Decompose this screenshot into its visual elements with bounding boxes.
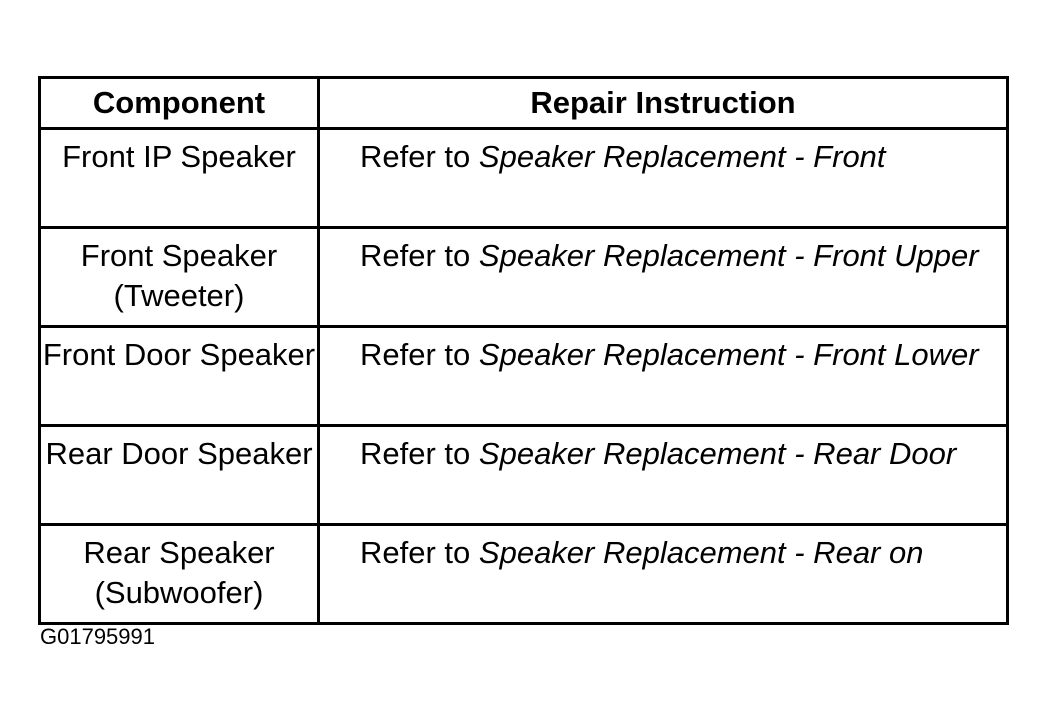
instruction-cell: Refer to Speaker Replacement - Rear Door <box>317 424 1009 526</box>
component-cell: Front IP Speaker <box>38 127 320 229</box>
procedure-title: Speaker Replacement - Rear Door <box>478 436 957 471</box>
table-row: Front IP Speaker Refer to Speaker Replac… <box>38 127 1009 229</box>
component-cell: Rear Door Speaker <box>38 424 320 526</box>
procedure-title: Speaker Replacement - Front Lower <box>478 337 979 372</box>
procedure-title: Speaker Replacement - Rear on <box>478 535 924 570</box>
component-cell: Front Door Speaker <box>38 325 320 427</box>
refer-to-text: Refer to <box>360 139 471 174</box>
figure-id-label: G01795991 <box>40 624 155 649</box>
table-row: Rear Door Speaker Refer to Speaker Repla… <box>38 424 1009 526</box>
instruction-cell: Refer to Speaker Replacement - Rear on <box>317 523 1009 625</box>
component-cell: Front Speaker (Tweeter) <box>38 226 320 328</box>
refer-to-text: Refer to <box>360 535 471 570</box>
instruction-cell: Refer to Speaker Replacement - Front Low… <box>317 325 1009 427</box>
instruction-cell: Refer to Speaker Replacement - Front <box>317 127 1009 229</box>
table-row: Front Speaker (Tweeter) Refer to Speaker… <box>38 226 1009 328</box>
column-header-repair-instruction: Repair Instruction <box>317 76 1009 130</box>
procedure-title: Speaker Replacement - Front <box>478 139 886 174</box>
refer-to-text: Refer to <box>360 436 471 471</box>
table-row: Front Door Speaker Refer to Speaker Repl… <box>38 325 1009 427</box>
refer-to-text: Refer to <box>360 238 471 273</box>
repair-instruction-table: Component Repair Instruction Front IP Sp… <box>38 76 1009 625</box>
table-header-row: Component Repair Instruction <box>38 76 1009 130</box>
instruction-cell: Refer to Speaker Replacement - Front Upp… <box>317 226 1009 328</box>
refer-to-text: Refer to <box>360 337 471 372</box>
column-header-component: Component <box>38 76 320 130</box>
component-cell: Rear Speaker (Subwoofer) <box>38 523 320 625</box>
procedure-title: Speaker Replacement - Front Upper <box>478 238 979 273</box>
table-row: Rear Speaker (Subwoofer) Refer to Speake… <box>38 523 1009 625</box>
